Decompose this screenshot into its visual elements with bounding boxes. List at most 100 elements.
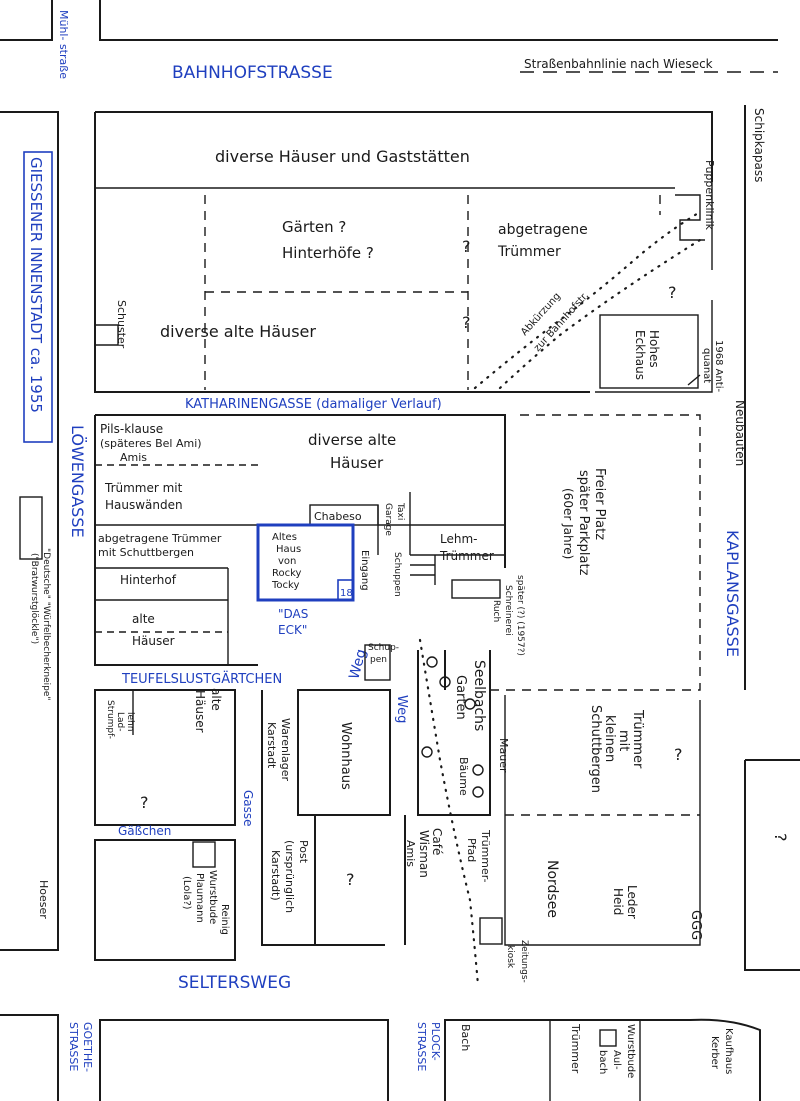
- label-strumpf-3: lehn: [125, 712, 135, 731]
- label-kerber: Kerber: [709, 1036, 720, 1070]
- house-number-box: [337, 579, 354, 601]
- street-goethe-2: STRASSE: [67, 1022, 80, 1071]
- label-truemmer-pfad-2: Pfad: [465, 838, 478, 862]
- label-kaufhaus: Kaufhaus: [723, 1028, 734, 1074]
- label-wurstbude-1: Wurstbude: [207, 870, 218, 924]
- qmark-6: ?: [674, 745, 683, 764]
- label-pils-3: Amis: [120, 451, 147, 464]
- label-diverse-alte-haeuser-top: diverse alte Häuser: [160, 322, 316, 341]
- label-kiosk-2: kiosk: [505, 945, 515, 969]
- label-truemmer-haus-2: Hauswänden: [105, 498, 183, 512]
- label-schreinerei-2: Schreinerei: [503, 585, 513, 636]
- street-goethe-1: GOETHE-: [81, 1022, 94, 1072]
- label-truemmer-pfad-1: Trümmer-: [479, 829, 492, 883]
- label-alte-lower-2: Häuser: [193, 690, 207, 733]
- qmark-5: ?: [346, 870, 355, 889]
- label-ggg: GGG: [688, 910, 703, 940]
- street-katharinengasse: KATHARINENGASSE (damaliger Verlauf): [185, 397, 442, 412]
- label-abgetr-schutt-1: abgetragene Trümmer: [98, 532, 222, 545]
- label-chabeso: Chabeso: [314, 510, 362, 523]
- label-alte-left-1: alte: [132, 612, 155, 626]
- center-block: [261, 644, 701, 946]
- street-kaplansgasse: KAPLANSGASSE: [723, 530, 742, 657]
- label-karstadt-1: Karstadt: [265, 722, 278, 769]
- label-tr-schutt-3: kleinen: [602, 715, 617, 762]
- street-seltersweg: SELTERSWEG: [178, 973, 291, 993]
- label-alte-left-2: Häuser: [132, 634, 175, 648]
- label-altes-1: Altes: [272, 532, 297, 543]
- middle-right-block: [490, 400, 800, 971]
- street-gaesschen: Gäßchen: [118, 824, 171, 838]
- label-wurstbude-b-3: bach: [597, 1050, 608, 1074]
- label-pils-2: (späteres Bel Ami): [100, 437, 202, 450]
- qmark-2: ?: [462, 313, 471, 332]
- lower-left-block: [94, 689, 236, 961]
- label-diverse-mid-1: diverse alte: [308, 431, 396, 449]
- bottom-row: [99, 1018, 761, 1101]
- title-frame: [23, 151, 53, 443]
- truemmer-path: [418, 638, 480, 987]
- qmark-7: ?: [771, 833, 790, 842]
- label-altes-2: Haus: [276, 544, 301, 555]
- label-altes-3: von: [278, 556, 296, 567]
- label-wohnhaus: Wohnhaus: [338, 722, 353, 790]
- label-altes-4: Rocky: [272, 568, 302, 579]
- label-hohes: Hohes: [647, 330, 661, 368]
- street-weg-2: Weg: [394, 695, 409, 723]
- label-garten: Garten: [453, 675, 468, 720]
- label-post-3: Karstadt): [269, 850, 282, 901]
- label-puppenklinik: Puppenklinik: [703, 160, 716, 231]
- label-wuerfelbecher-2: ("Bratwurstglöckle"): [29, 553, 39, 644]
- label-schuppen: Schuppen: [392, 552, 402, 597]
- label-schuster: Schuster: [115, 300, 128, 349]
- label-alte-lower-1: alte: [209, 688, 223, 711]
- label-strumpf-1: Strumpf-: [105, 700, 115, 739]
- label-wuerfelbecher-1: "Deutsche" "Würfelbecherkneipe": [41, 548, 51, 701]
- label-leder: Leder: [625, 885, 639, 919]
- label-cafe-1: Café: [430, 828, 444, 855]
- label-truemmer-bottom: Trümmer: [569, 1023, 582, 1074]
- label-schup: Schup-: [368, 643, 399, 653]
- street-teufelslustgaertchen: TEUFELSLUSTGÄRTCHEN: [121, 671, 282, 687]
- label-truemmer-haus-1: Trümmer mit: [104, 481, 183, 495]
- label-wurstbude-b-2: Aul-: [611, 1050, 622, 1070]
- label-nordsee: Nordsee: [544, 860, 560, 918]
- qmark-3: ?: [668, 283, 677, 302]
- label-cafe-2: Wisman: [417, 830, 431, 878]
- label-taxi: Taxi: [395, 502, 405, 520]
- label-schreinerei-3: Ruch: [491, 600, 501, 622]
- street-weg-1: Weg: [346, 647, 369, 681]
- label-quanat-2: quanat: [701, 348, 712, 383]
- street-loewengasse: LÖWENGASSE: [68, 425, 87, 538]
- label-diverse-haeuser-gast: diverse Häuser und Gaststätten: [215, 147, 470, 166]
- quanat-arrow: [687, 374, 701, 386]
- left-edge: [0, 111, 59, 1101]
- label-strassenbahn: Straßenbahnlinie nach Wieseck: [524, 57, 713, 71]
- label-cafe-3: Amis: [404, 840, 417, 867]
- label-truemmer-1: Trümmer: [497, 244, 561, 260]
- street-plock-1: PLOCK-: [429, 1022, 442, 1061]
- label-seelbachs: Seelbachs: [471, 660, 487, 731]
- label-pen: pen: [370, 655, 387, 665]
- map-title: GIESSENER INNENSTADT ca. 1955: [27, 157, 45, 413]
- label-kiosk-1: Zeitungs-: [519, 940, 529, 983]
- label-wurstbude-b-1: Wurstbude: [625, 1024, 636, 1078]
- label-hinterhof: Hinterhof: [120, 573, 177, 587]
- label-post-1: Post: [297, 840, 310, 864]
- label-das: "DAS: [278, 607, 308, 621]
- label-garage: Garage: [383, 503, 393, 536]
- street-gasse: Gasse: [241, 790, 255, 827]
- label-abgetragene-1: abgetragene: [498, 222, 588, 238]
- label-tr-schutt-2: mit: [616, 730, 631, 751]
- qmark-1: ?: [462, 237, 471, 256]
- label-pils-1: Pils-klause: [100, 422, 163, 436]
- label-gaerten: Gärten ?: [282, 218, 346, 236]
- street-muehlstrasse: Mühl- straße: [57, 10, 70, 79]
- label-karstadt-2: Warenlager: [279, 718, 292, 781]
- label-wurstbude-3: (Lola?): [181, 876, 192, 910]
- rocky-tocky-house: [256, 523, 355, 602]
- label-diverse-mid-2: Häuser: [330, 454, 384, 472]
- label-reinig: Reinig: [219, 904, 230, 935]
- label-freier-3: (60er Jahre): [561, 488, 575, 559]
- label-baeume: Bäume: [457, 757, 470, 796]
